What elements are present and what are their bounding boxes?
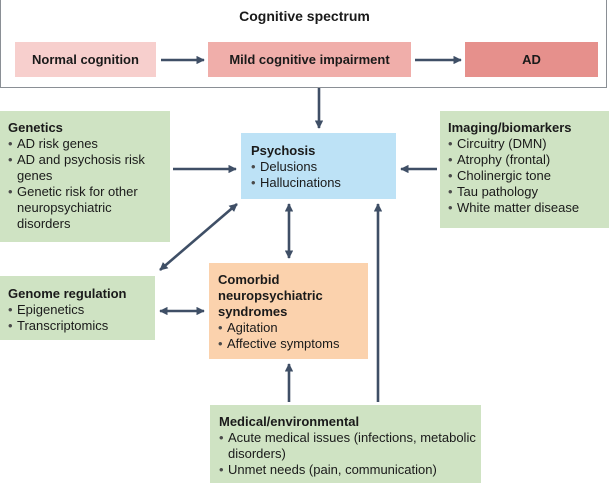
imaging-item: Tau pathology: [448, 184, 607, 200]
genetics-item: Genetic risk for other neuropsychiatric …: [8, 184, 166, 232]
stage-label: AD: [522, 51, 541, 67]
genome-regulation-item: Transcriptomics: [8, 318, 151, 334]
comorbid-item: Affective symptoms: [218, 336, 364, 352]
psychosis-title: Psychosis: [251, 143, 316, 158]
comorbid-item: Agitation: [218, 320, 364, 336]
stage-mild-cognitive-impairment: Mild cognitive impairment: [208, 42, 411, 77]
imaging-title: Imaging/biomarkers: [448, 120, 572, 135]
stage-label: Mild cognitive impairment: [229, 51, 390, 67]
medical-environmental-box: Medical/environmental Acute medical issu…: [210, 405, 481, 483]
genome-regulation-title: Genome regulation: [8, 286, 127, 301]
genetics-title: Genetics: [8, 120, 63, 135]
comorbid-title: Comorbid neuropsychiatric syndromes: [218, 272, 323, 319]
arrow-psychosis-genome: [159, 203, 238, 271]
genome-regulation-item: Epigenetics: [8, 302, 151, 318]
imaging-item: White matter disease: [448, 200, 607, 216]
comorbid-box: Comorbid neuropsychiatric syndromes Agit…: [209, 263, 368, 359]
genetics-item: AD and psychosis risk genes: [8, 152, 166, 184]
medical-environmental-item: Acute medical issues (infections, metabo…: [219, 430, 477, 462]
medical-environmental-item: Unmet needs (pain, communication): [219, 462, 477, 478]
stage-ad: AD: [465, 42, 598, 77]
genetics-box: Genetics AD risk genes AD and psychosis …: [0, 111, 170, 242]
imaging-item: Circuitry (DMN): [448, 136, 607, 152]
psychosis-item: Hallucinations: [251, 175, 392, 191]
medical-environmental-title: Medical/environmental: [219, 414, 360, 429]
stage-normal-cognition: Normal cognition: [15, 42, 156, 77]
genetics-item: AD risk genes: [8, 136, 166, 152]
imaging-box: Imaging/biomarkers Circuitry (DMN) Atrop…: [440, 111, 609, 228]
cognitive-spectrum-title: Cognitive spectrum: [239, 8, 370, 24]
cognitive-spectrum-frame: [0, 0, 607, 88]
psychosis-box: Psychosis Delusions Hallucinations: [241, 133, 396, 199]
psychosis-item: Delusions: [251, 159, 392, 175]
imaging-item: Cholinergic tone: [448, 168, 607, 184]
stage-label: Normal cognition: [32, 51, 139, 67]
genome-regulation-box: Genome regulation Epigenetics Transcript…: [0, 276, 155, 340]
imaging-item: Atrophy (frontal): [448, 152, 607, 168]
